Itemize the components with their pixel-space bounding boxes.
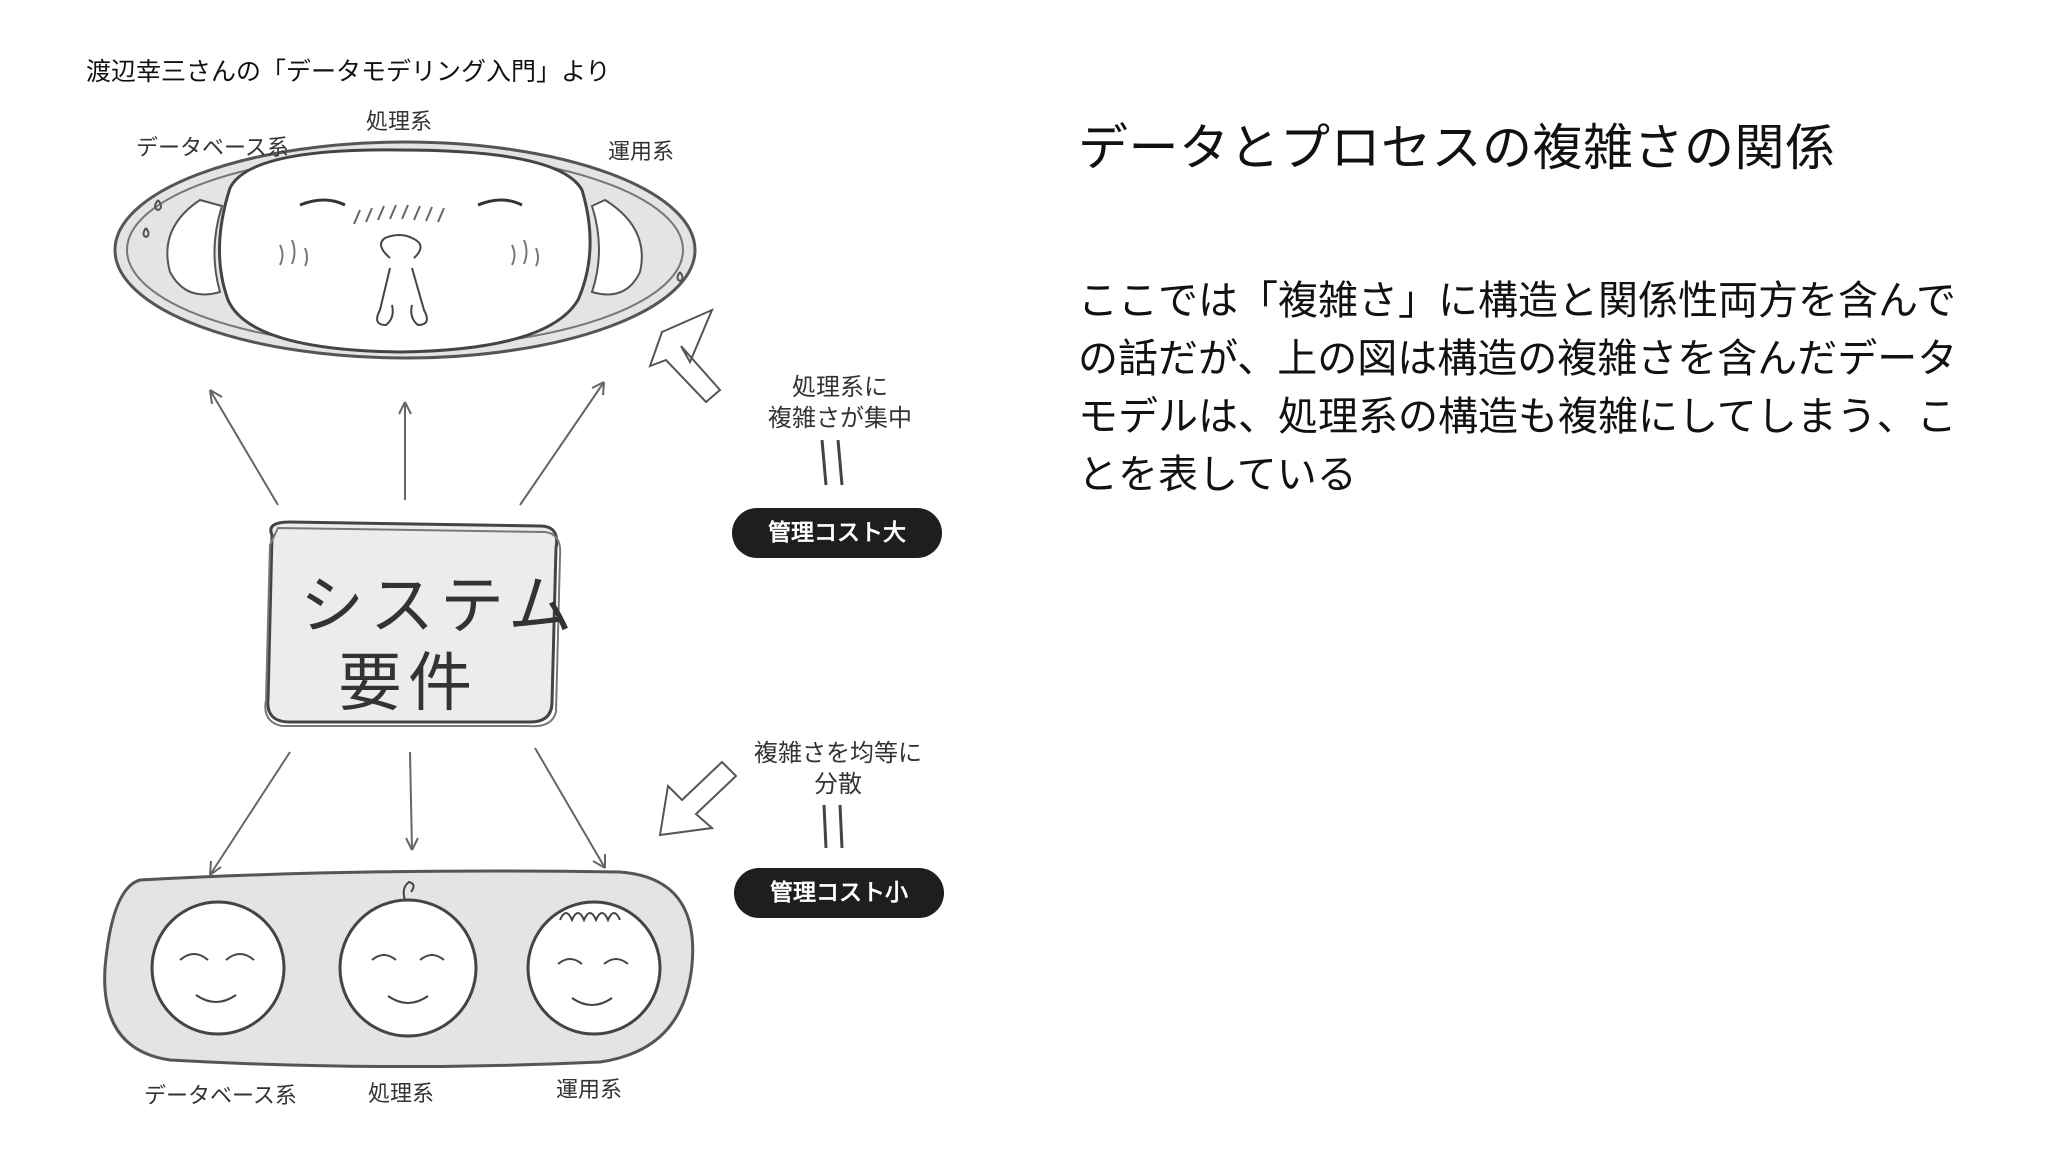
system-box-outline2 [264,526,562,728]
face-stress-lines [353,204,445,225]
system-text-line1: システム [300,570,579,644]
hollow-arrow-up [648,308,722,404]
pill-top: 管理コスト大 [732,508,942,558]
note-top: 処理系に 複雑さが集中 [768,373,912,432]
bottom-label-ops: 運用系 [556,1078,623,1103]
double-line-top [820,439,844,486]
top-label-data: データベース系 [136,136,289,161]
bottom-label-data: データベース系 [144,1084,297,1109]
system-box [266,520,559,724]
source-note: 渡辺幸三さんの「データモデリング入門」より [86,57,611,86]
top-big-face [217,148,592,354]
sweat-drops [142,199,684,283]
face-eye-right [477,198,523,207]
arrows-up [209,381,605,506]
face-tear-left [376,267,394,327]
hollow-arrow-down [658,760,738,837]
face-eye-left [299,198,346,207]
top-left-pod [166,198,224,296]
face-nose [380,234,422,259]
diagram: データベース系 処理系 運用系 システム 要件 処理系に 複雑さが集中 管理コス… [0,0,1000,1152]
bottom-face-ops-features [557,912,629,1006]
bottom-face-data-features [179,953,255,1003]
note-bottom: 複雑さを均等に 分散 [754,739,922,798]
face-tear-right [410,267,428,327]
face-wrinkles [279,239,539,267]
double-line-bottom [822,804,844,849]
bottom-face-proc [338,898,478,1038]
top-right-pod [590,198,643,296]
bottom-face-data [150,900,286,1036]
system-text-line2: 要件 [338,647,478,721]
bottom-face-ops [526,900,662,1036]
top-label-proc: 処理系 [366,110,433,135]
bottom-face-proc-features [371,880,445,1004]
slide-title: データとプロセスの複雑さの関係 [1078,119,1836,177]
top-label-ops: 運用系 [608,140,675,165]
arrows-down [209,747,606,876]
slide-body: ここでは「複雑さ」に構造と関係性両方を含んでの話だが、上の図は構造の複雑さを含ん… [1078,278,1958,498]
bottom-label-proc: 処理系 [368,1082,435,1107]
pill-bottom: 管理コスト小 [734,868,944,918]
diagram-drawing [103,140,844,1069]
